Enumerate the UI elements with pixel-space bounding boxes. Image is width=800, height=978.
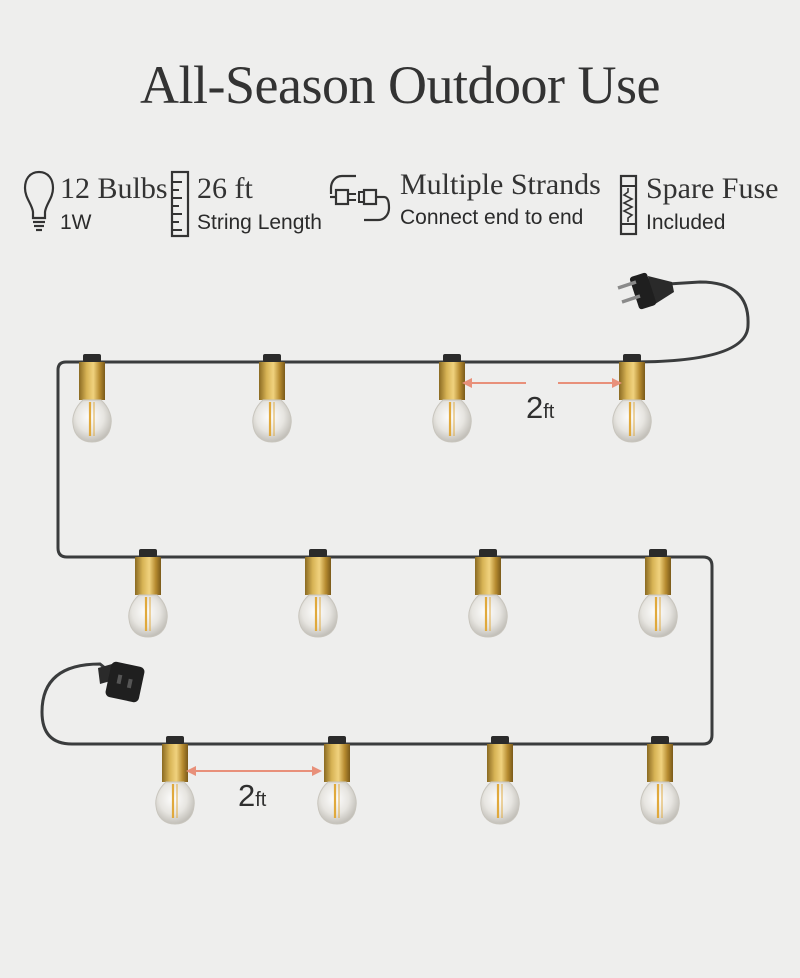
bulb — [155, 736, 195, 825]
spec-length-sub: String Length — [197, 211, 322, 234]
female-connector — [98, 661, 145, 703]
bulb — [480, 736, 520, 825]
spec-length-head: 26 ft — [197, 172, 253, 205]
bulb — [640, 736, 680, 825]
spacing-unit: ft — [543, 401, 555, 423]
bulb — [612, 354, 652, 443]
spec-strands-sub: Connect end to end — [400, 206, 584, 229]
spacing-arrow-top — [462, 378, 622, 388]
spacing-label-bottom: 2ft — [238, 778, 266, 814]
cable — [40, 360, 714, 746]
bulb — [468, 549, 508, 638]
spacing-arrow-bottom — [186, 766, 322, 776]
spec-strands-head: Multiple Strands — [400, 168, 601, 201]
spacing-value: 2 — [238, 778, 256, 813]
page-title: All-Season Outdoor Use — [140, 55, 660, 115]
spacing-value: 2 — [526, 390, 544, 425]
spec-bulbs-head: 12 Bulbs — [60, 172, 168, 205]
bulb — [252, 354, 292, 443]
spacing-label-top: 2ft — [526, 390, 554, 426]
bulb-group — [72, 354, 680, 825]
male-plug — [617, 272, 674, 310]
bulb — [317, 736, 357, 825]
spacing-unit: ft — [255, 789, 267, 811]
bulb — [432, 354, 472, 443]
fuse-icon — [619, 174, 638, 236]
bulb — [72, 354, 112, 443]
spec-fuse-sub: Included — [646, 211, 726, 234]
bulb-icon — [23, 170, 55, 232]
bulb — [298, 549, 338, 638]
plug-cable — [631, 280, 750, 364]
bulb — [638, 549, 678, 638]
ruler-icon — [170, 170, 190, 238]
spec-bulbs-sub: 1W — [60, 211, 92, 234]
plug-connector-icon — [329, 174, 391, 222]
bulb — [128, 549, 168, 638]
spec-fuse-head: Spare Fuse — [646, 172, 779, 205]
